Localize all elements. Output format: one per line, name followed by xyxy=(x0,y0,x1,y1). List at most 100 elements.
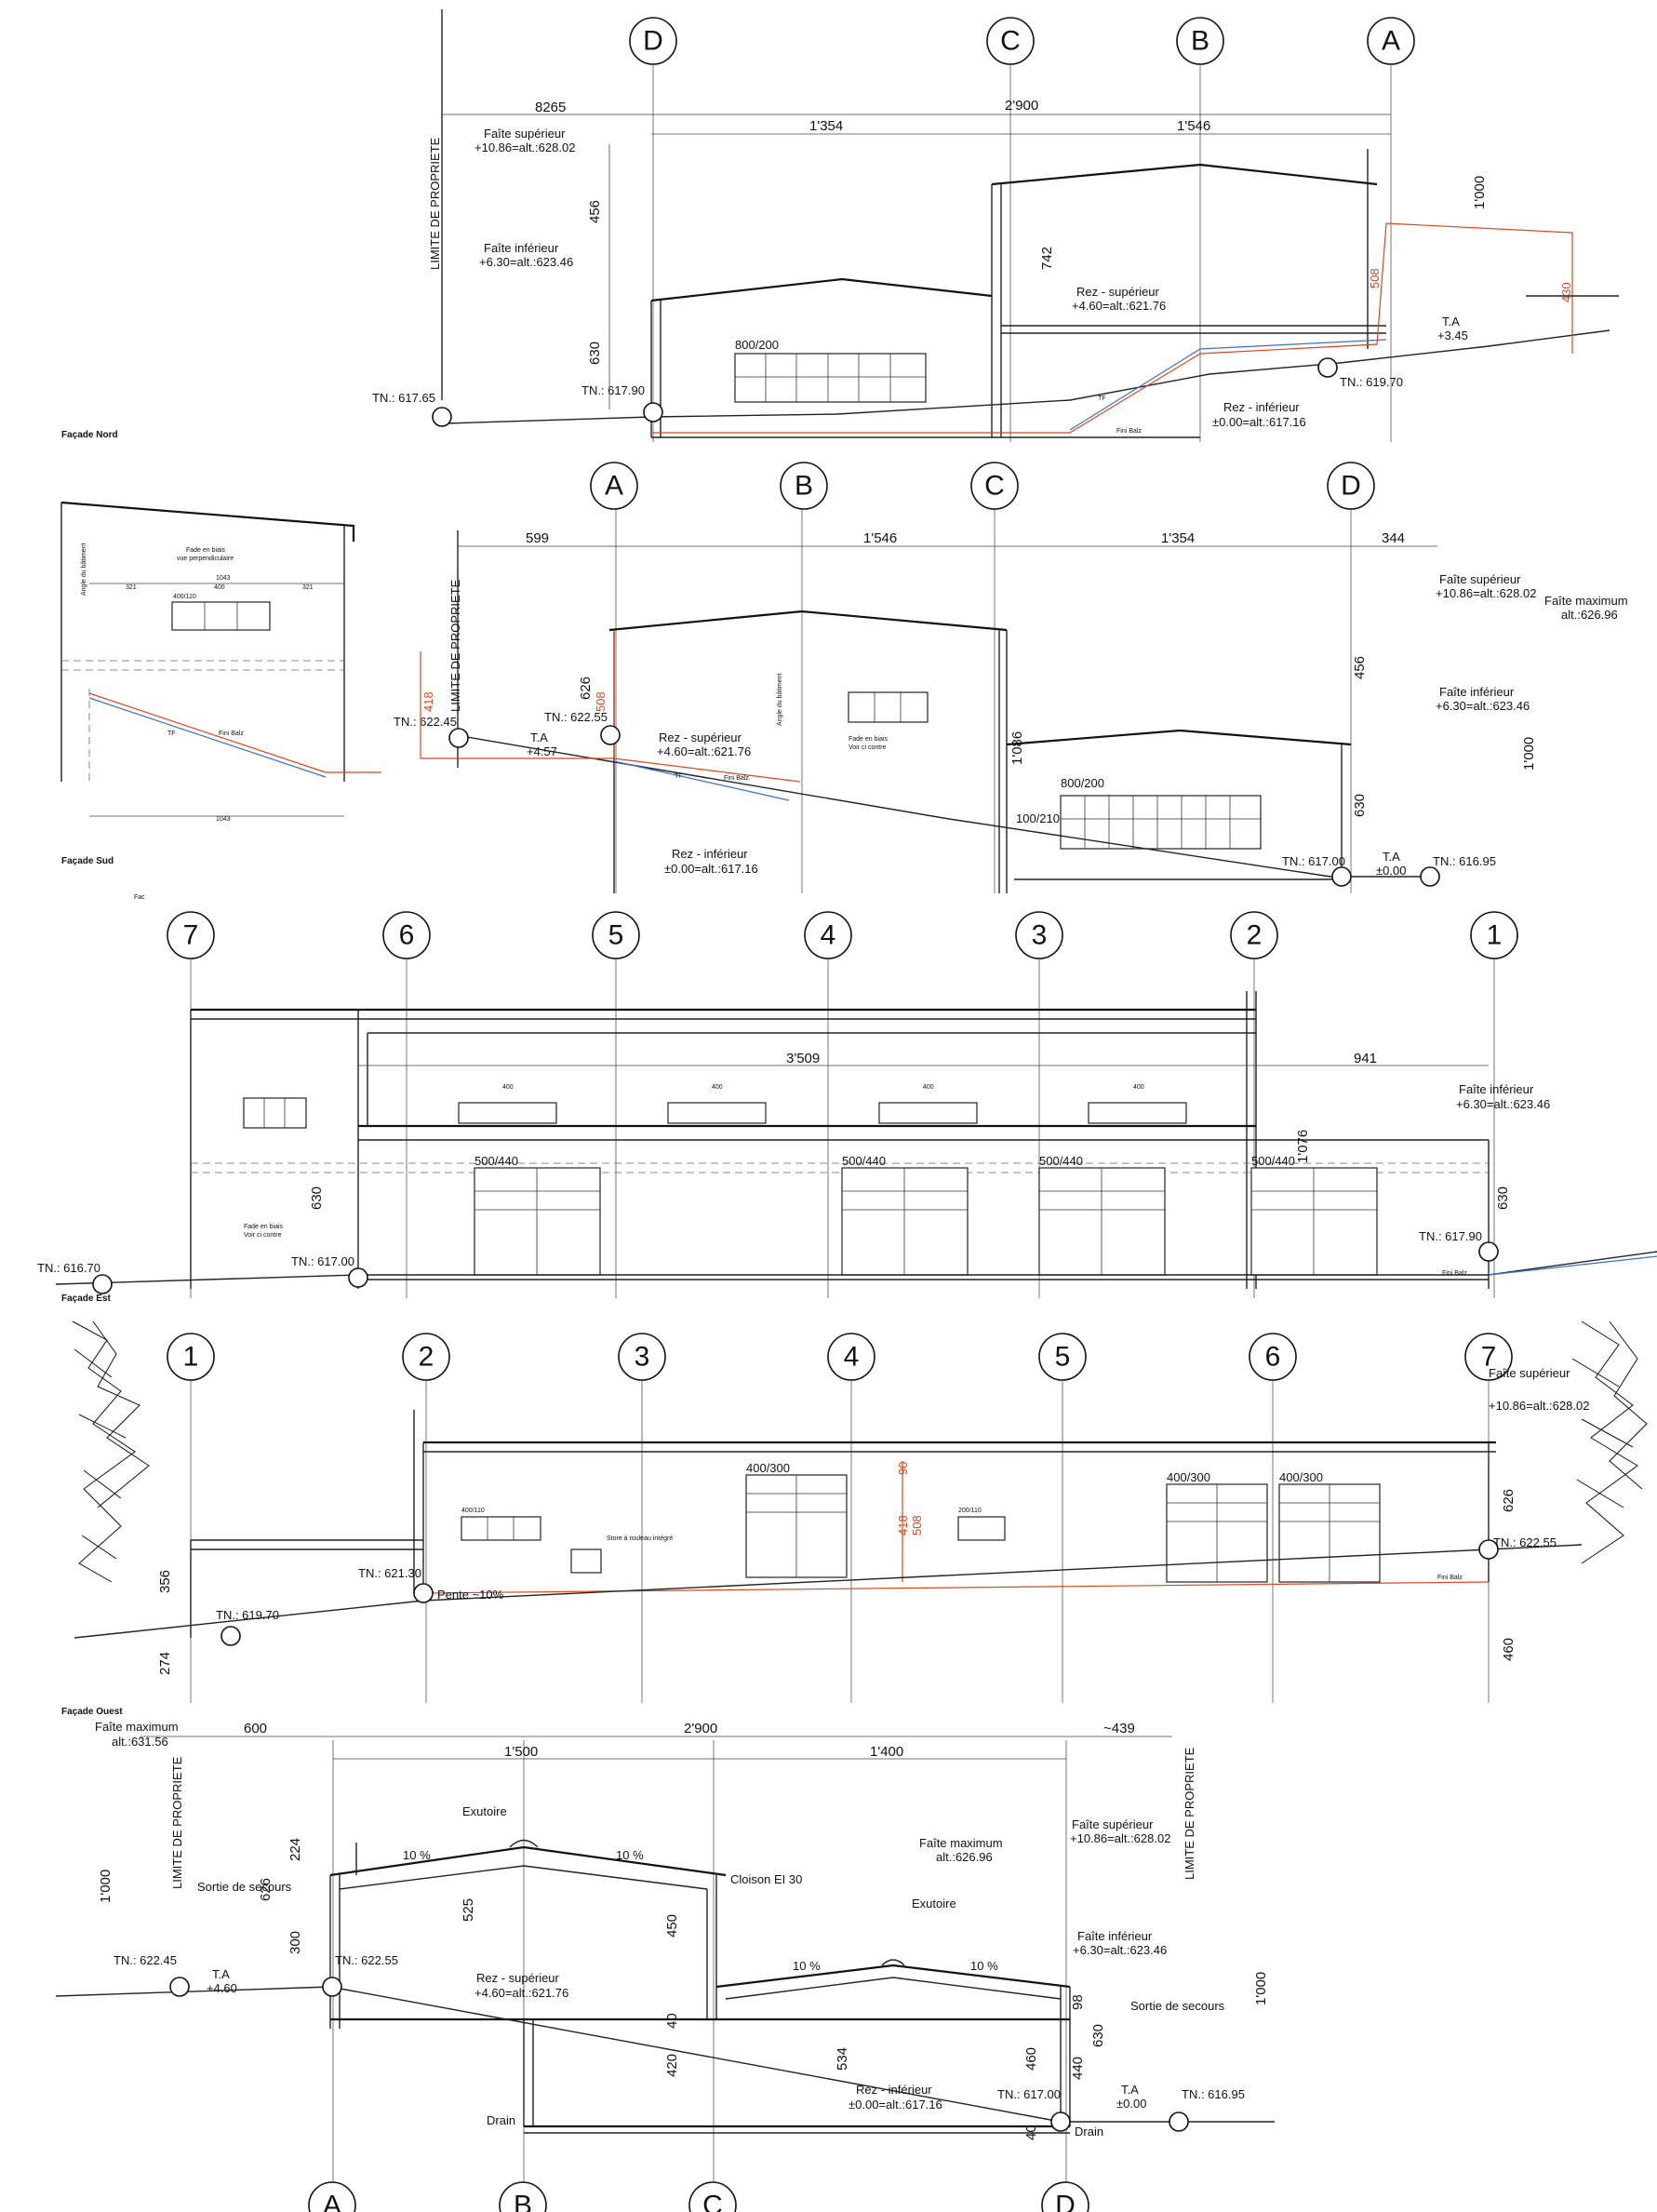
tn-point-sud-2 xyxy=(600,725,621,745)
tree-left-icon xyxy=(72,1320,150,1583)
dim-est-v3: 630 xyxy=(1495,1186,1511,1210)
ta2-value-sud: ±0.00 xyxy=(1376,864,1406,878)
svg-text:3: 3 xyxy=(635,1342,650,1373)
svg-text:D: D xyxy=(1341,471,1361,502)
dim-sud-v1: 626 xyxy=(578,677,594,700)
tn-point-sud-3 xyxy=(1331,866,1352,887)
facade-partial-label: Fac xyxy=(134,894,145,901)
svg-text:1: 1 xyxy=(1487,920,1503,951)
dim-sud-r2: 508 xyxy=(594,691,608,712)
axis-marker-b: B xyxy=(1176,17,1224,65)
svg-text:5: 5 xyxy=(608,920,624,951)
svg-text:1043: 1043 xyxy=(216,575,231,582)
facade-ouest: 1 2 3 4 5 6 7 400/300 xyxy=(61,1320,1648,1717)
svg-text:500/440: 500/440 xyxy=(1251,1154,1295,1168)
door-est-2: 500/440 xyxy=(841,1154,969,1276)
sortie-secours-1: Sortie de secours xyxy=(197,1880,292,1894)
svg-text:7: 7 xyxy=(183,920,199,951)
rez-inf-label-sud: Rez - inférieur xyxy=(672,847,748,861)
svg-text:B: B xyxy=(514,2191,532,2212)
opening-800-200: 800/200 xyxy=(735,338,779,352)
dim-coupe-d5: 1'400 xyxy=(870,1744,903,1760)
svg-text:A: A xyxy=(323,2191,341,2212)
tn-622-55-ouest: TN.: 622.55 xyxy=(1493,1535,1557,1549)
dim-nord-d4: 1'546 xyxy=(1177,118,1210,134)
svg-text:6: 6 xyxy=(399,920,415,951)
faite-inf-label-est: Faîte inférieur xyxy=(1459,1082,1534,1096)
axis-marker-b: B xyxy=(499,2181,547,2212)
svg-text:Fini Balz: Fini Balz xyxy=(219,731,244,737)
ta-label-sud: T.A xyxy=(530,731,548,744)
cloison-label: Cloison EI 30 xyxy=(730,1872,802,1886)
door-ouest-1: 400/300 xyxy=(745,1461,848,1578)
faite-sup-label-coupe: Faîte supérieur xyxy=(1072,1817,1154,1831)
rez-sup-value: +4.60=alt.:621.76 xyxy=(1072,299,1166,313)
dim-nord-v1: 456 xyxy=(587,200,603,223)
tn-point-1 xyxy=(432,407,452,427)
svg-text:400: 400 xyxy=(502,1084,514,1091)
dim-coupe-d2: 2'900 xyxy=(684,1721,717,1736)
rez-inf-value: ±0.00=alt.:617.16 xyxy=(1212,415,1306,429)
rez-sup-value-coupe: +4.60=alt.:621.76 xyxy=(474,1986,568,2000)
dim-nord-v2: 630 xyxy=(587,342,603,365)
dim-nord-v3: 742 xyxy=(1039,247,1055,270)
svg-text:200/110: 200/110 xyxy=(958,1508,982,1514)
svg-text:4: 4 xyxy=(821,920,836,951)
fini-label-sud: Fini Balz xyxy=(724,775,749,782)
dim-ouest-r1: 90 xyxy=(896,1462,910,1475)
fini-label-nord: Fini Balz xyxy=(1116,428,1142,435)
ta-label: T.A xyxy=(1442,315,1460,328)
dim-sud-d3: 1'354 xyxy=(1161,530,1195,546)
svg-text:TF: TF xyxy=(167,731,176,737)
dim-nord-d3: 1'354 xyxy=(809,118,843,134)
window-band-sud xyxy=(1060,795,1262,850)
sortie-secours-2: Sortie de secours xyxy=(1130,1999,1225,2013)
faite-inf-value: +6.30=alt.:623.46 xyxy=(479,255,573,269)
dim-sud-d2: 1'546 xyxy=(863,530,897,546)
dim-sud-v3: 1'086 xyxy=(1009,731,1025,765)
axis-marker-d: D xyxy=(629,17,677,65)
svg-text:440: 440 xyxy=(1070,2057,1086,2080)
ta1-value: +4.60 xyxy=(207,1981,237,1995)
opening-800-200-sud: 800/200 xyxy=(1061,776,1104,790)
pente-label: Pente ~10% xyxy=(437,1588,504,1602)
svg-text:500/440: 500/440 xyxy=(1039,1154,1083,1168)
axis-marker-b: B xyxy=(780,462,828,510)
svg-text:450: 450 xyxy=(664,1914,680,1937)
tf-label-sud: TF xyxy=(675,773,683,780)
axis-marker-c: C xyxy=(986,17,1035,65)
dim-coupe-d3: ~439 xyxy=(1103,1721,1135,1736)
slope-3: 10 % xyxy=(793,1959,821,1973)
faite-sup-value-sud: +10.86=alt.:628.02 xyxy=(1436,586,1536,600)
note-fade-biais: Fade en biais xyxy=(849,736,889,743)
tn-point-2 xyxy=(643,402,663,422)
svg-text:400/300: 400/300 xyxy=(746,1461,790,1475)
faite-max-label-coupe: Faîte maximum xyxy=(95,1720,179,1734)
svg-text:460: 460 xyxy=(1023,2047,1039,2071)
ta2-label-sud: T.A xyxy=(1383,850,1400,864)
faite-sup-value: +10.86=alt.:628.02 xyxy=(474,141,575,154)
axis-marker-a: A xyxy=(590,462,638,510)
dim-ouest-v1: 356 xyxy=(157,1570,173,1593)
dim-est-v2: 1'076 xyxy=(1295,1130,1311,1163)
faite-max-value-coupe: alt.:631.56 xyxy=(112,1735,168,1749)
dim-nord-v4: 1'000 xyxy=(1472,176,1488,209)
svg-text:vue perpendiculaire: vue perpendiculaire xyxy=(177,556,234,562)
svg-text:626: 626 xyxy=(258,1878,274,1901)
svg-text:400: 400 xyxy=(923,1084,934,1091)
rez-sup-value-sud: +4.60=alt.:621.76 xyxy=(657,744,751,758)
tn-616-95: TN.: 616.95 xyxy=(1433,854,1496,868)
dim-sud-v2: 456 xyxy=(1352,656,1368,679)
dim-nord-r1: 508 xyxy=(1368,268,1382,288)
upper-windows-est: 400 400 400 400 xyxy=(243,1084,1187,1129)
limite-propriete-coupe-1: LIMITE DE PROPRIETE xyxy=(170,1756,184,1889)
door-est-4: 500/440 xyxy=(1250,1154,1378,1276)
ta2-label-coupe: T.A xyxy=(1121,2083,1139,2097)
title-facade-nord: Façade Nord xyxy=(61,430,118,440)
dim-sud-d1: 599 xyxy=(526,530,549,546)
faite-max-label-sud: Faîte maximum xyxy=(1544,594,1628,608)
note-voir-ci-contre: Voir ci contre xyxy=(849,744,887,751)
svg-text:1'000: 1'000 xyxy=(98,1870,114,1903)
svg-text:300: 300 xyxy=(287,1931,303,1954)
dim-ouest-v3: 626 xyxy=(1501,1489,1517,1512)
